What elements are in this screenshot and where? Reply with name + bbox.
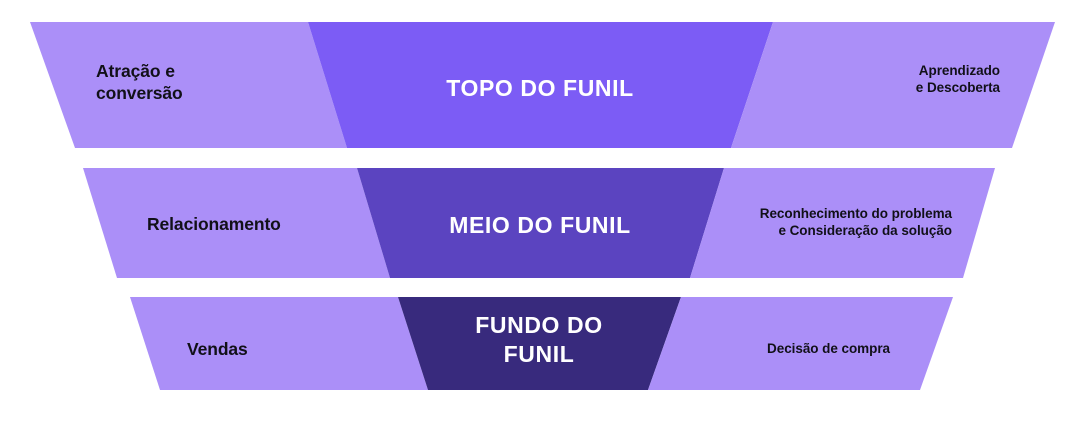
journey-label-topo: Aprendizado e Descoberta	[915, 63, 1000, 96]
topo-right-band	[731, 22, 1055, 148]
fundo-core-band	[398, 297, 681, 390]
fundo-left-band	[130, 297, 428, 390]
journey-label-meio: Reconhecimento do problema e Consideraçã…	[759, 206, 952, 239]
funnel-row-fundo	[130, 297, 953, 390]
stage-label-meio: Relacionamento	[147, 214, 281, 234]
topo-left-band	[30, 22, 347, 148]
center-label-topo: TOPO DO FUNIL	[446, 75, 634, 101]
stage-label-topo: Atração e conversão	[96, 61, 183, 104]
topo-core-band	[308, 22, 773, 148]
center-label-meio: MEIO DO FUNIL	[449, 212, 631, 238]
fundo-right-band	[648, 297, 953, 390]
journey-label-fundo: Decisão de compra	[767, 341, 890, 356]
funnel-row-topo	[30, 22, 1055, 148]
stage-label-fundo: Vendas	[187, 339, 248, 359]
meio-core-band	[357, 168, 724, 278]
meio-left-band	[83, 168, 390, 278]
meio-right-band	[690, 168, 995, 278]
funnel-row-meio	[83, 168, 995, 278]
center-label-fundo: FUNDO DO FUNIL	[475, 312, 603, 368]
